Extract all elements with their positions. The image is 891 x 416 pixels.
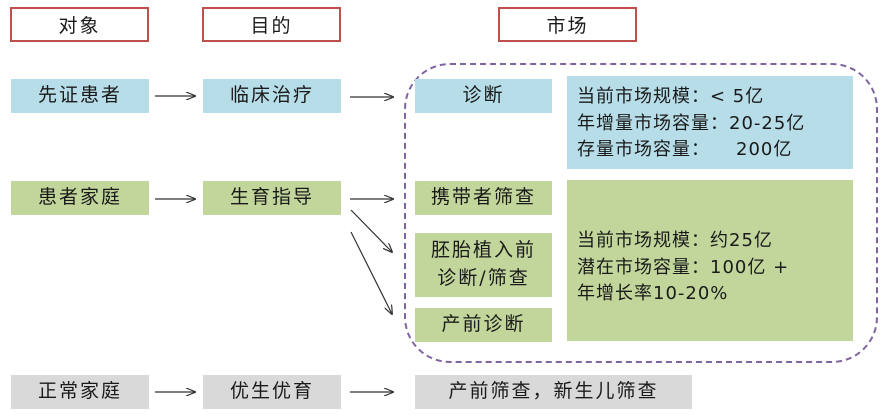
market-prenatal-diagnosis: 产前诊断 xyxy=(415,308,552,342)
info-green-label-3: 年增长率 xyxy=(577,283,653,305)
header-purpose: 目的 xyxy=(202,7,341,42)
info-green-value-3: 10-20% xyxy=(653,283,729,305)
info-green-value-2: 100亿 + xyxy=(710,256,790,278)
info-blue-line-1: 当前市场规模：< 5亿 xyxy=(577,84,853,111)
arrow-guidance-to-pgd xyxy=(350,209,392,252)
market-pgd: 胚胎植入前 诊断/筛查 xyxy=(415,233,552,297)
market-prenatal-newborn-screening: 产前筛查，新生儿筛查 xyxy=(415,375,692,409)
info-green-line-1: 当前市场规模：约25亿 xyxy=(577,228,853,255)
info-green-line-3: 年增长率10-20% xyxy=(577,281,853,308)
market-info-blue: 当前市场规模：< 5亿 年增量市场容量：20-25亿 存量市场容量： 200亿 xyxy=(567,76,853,169)
market-pgd-line-2: 诊断/筛查 xyxy=(437,267,530,289)
object-normal-family: 正常家庭 xyxy=(11,375,149,409)
market-diagnosis: 诊断 xyxy=(415,79,552,113)
info-blue-label-3: 存量市场容量： xyxy=(577,139,710,161)
info-blue-value-2: 20-25亿 xyxy=(729,112,806,134)
info-green-label-2: 潜在市场容量： xyxy=(577,256,710,278)
market-carrier-screening: 携带者筛查 xyxy=(415,181,552,215)
info-green-value-1: 约25亿 xyxy=(710,230,773,251)
market-pgd-line-1: 胚胎植入前 xyxy=(430,239,536,262)
info-blue-line-2: 年增量市场容量：20-25亿 xyxy=(577,111,853,138)
object-patient-family: 患者家庭 xyxy=(11,181,149,215)
market-group-frame xyxy=(404,63,878,363)
header-market: 市场 xyxy=(498,7,637,42)
object-proband: 先证患者 xyxy=(11,79,149,113)
info-blue-value-3: 200亿 xyxy=(736,139,793,161)
info-green-line-2: 潜在市场容量：100亿 + xyxy=(577,255,853,282)
purpose-eugenics: 优生优育 xyxy=(203,375,341,409)
info-blue-label-2: 年增量市场容量： xyxy=(577,112,729,134)
info-blue-label-1: 当前市场规模： xyxy=(577,86,710,107)
info-blue-value-1: < 5亿 xyxy=(710,86,765,107)
purpose-clinical-treatment: 临床治疗 xyxy=(203,79,341,113)
market-info-green: 当前市场规模：约25亿 潜在市场容量：100亿 + 年增长率10-20% xyxy=(567,180,853,341)
info-green-label-1: 当前市场规模： xyxy=(577,230,710,251)
arrow-guidance-to-prenatal xyxy=(350,231,392,314)
header-object: 对象 xyxy=(10,7,149,42)
info-blue-line-3: 存量市场容量： 200亿 xyxy=(577,137,853,164)
purpose-reproductive-guidance: 生育指导 xyxy=(203,181,341,215)
